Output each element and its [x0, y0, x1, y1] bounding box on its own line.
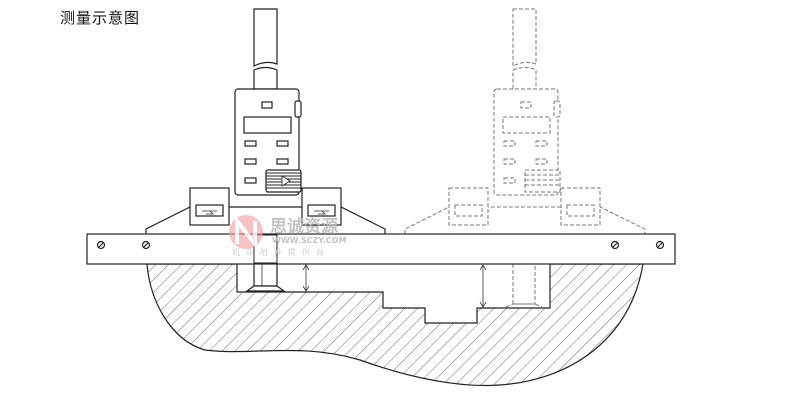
measuring-beam — [86, 233, 676, 265]
depth-gauge-left — [234, 8, 302, 196]
workpiece-section — [146, 263, 644, 387]
lcd-display — [243, 116, 292, 134]
side-knurl — [294, 100, 302, 118]
watermark: 思诚资源 WWW.SCZY.COM 机床附件提供商 — [229, 215, 346, 257]
screw-icon — [655, 240, 665, 250]
knurled-wheel — [265, 169, 302, 193]
watermark-slogan: 机床附件提供商 — [232, 247, 330, 257]
probe-right-dashed — [505, 263, 543, 308]
watermark-brand: 思诚资源 — [270, 216, 338, 237]
gauge-base-right-dashed — [404, 187, 646, 234]
screw-icon — [96, 240, 106, 250]
depth-dimension-left — [302, 264, 310, 292]
probe-shaft-left — [253, 234, 278, 264]
depth-dimension-right — [479, 264, 487, 308]
gauge-base-left — [145, 187, 386, 234]
screw-icon — [141, 240, 151, 250]
screw-icon — [610, 240, 620, 250]
brand-logo-icon — [229, 215, 263, 250]
diagram-title: 测量示意图 — [60, 9, 141, 27]
depth-gauge-right-dashed — [493, 8, 561, 196]
watermark-url: WWW.SCZY.COM — [272, 236, 346, 245]
